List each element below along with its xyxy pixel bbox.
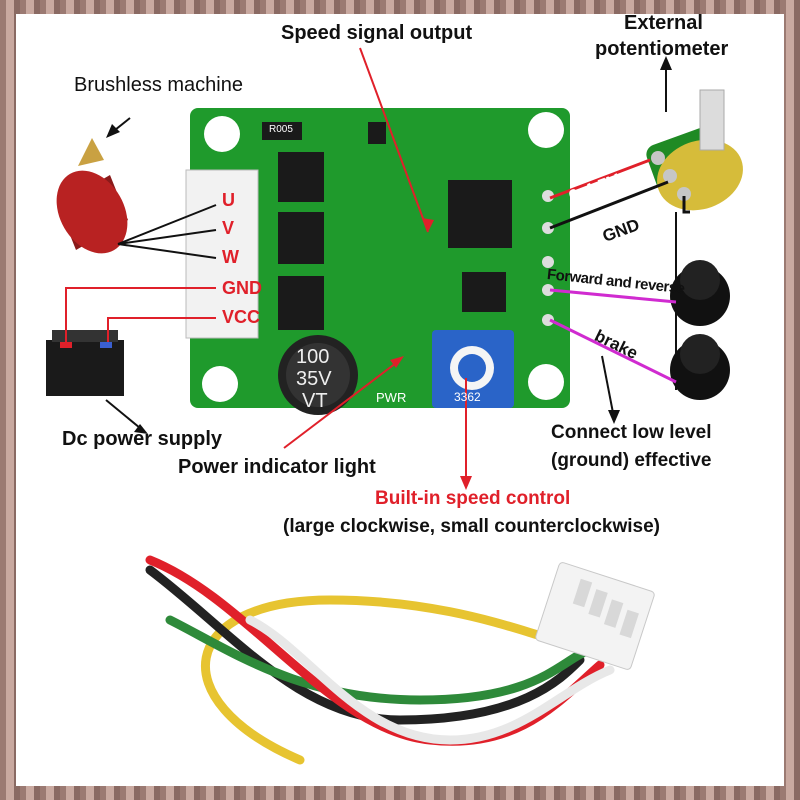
pointer-arrows	[105, 47, 667, 484]
capacitor-marking-1: 100	[296, 346, 330, 368]
label-builtin-speed-control: Built-in speed control	[375, 488, 571, 509]
label-connect-low-level-2: (ground) effective	[551, 450, 712, 471]
arrowheads	[106, 56, 672, 490]
pin-label-w: W	[222, 247, 239, 267]
potentiometer-wires	[549, 158, 690, 230]
label-dc-power-supply: Dc power supply	[62, 428, 223, 450]
brushless-motor	[56, 138, 128, 254]
label-speed-signal-output: Speed signal output	[281, 22, 473, 44]
label-connect-low-level-1: Connect low level	[551, 422, 712, 443]
power-wires	[65, 287, 216, 342]
battery	[46, 330, 124, 396]
label-external-potentiometer-1: External	[624, 12, 703, 34]
label-power-indicator-light: Power indicator light	[178, 456, 376, 478]
button-wires	[549, 288, 677, 384]
pin-label-gnd: GND	[222, 278, 262, 298]
pin-label-u: U	[222, 190, 235, 210]
pcb-board	[185, 108, 570, 415]
wire-harness	[145, 555, 615, 765]
label-builtin-speed-note: (large clockwise, small counterclockwise…	[283, 516, 660, 537]
pin-label-vcc: VCC	[222, 307, 261, 327]
label-brushless-machine: Brushless machine	[74, 74, 243, 96]
push-button-brake	[670, 334, 730, 400]
label-external-potentiometer-2: potentiometer	[595, 38, 729, 60]
push-button-forward	[670, 260, 730, 326]
capacitor-marking-2: 35V	[296, 368, 332, 390]
capacitor-marking-3: VT	[302, 390, 328, 412]
jst-connector	[535, 562, 655, 670]
motor-wires	[117, 204, 217, 259]
external-potentiometer	[646, 89, 743, 211]
smd-marking: R005	[269, 124, 293, 135]
pwr-marking: PWR	[376, 390, 407, 405]
pin-label-v: V	[222, 218, 235, 238]
trimmer-marking: 3362	[454, 390, 481, 404]
